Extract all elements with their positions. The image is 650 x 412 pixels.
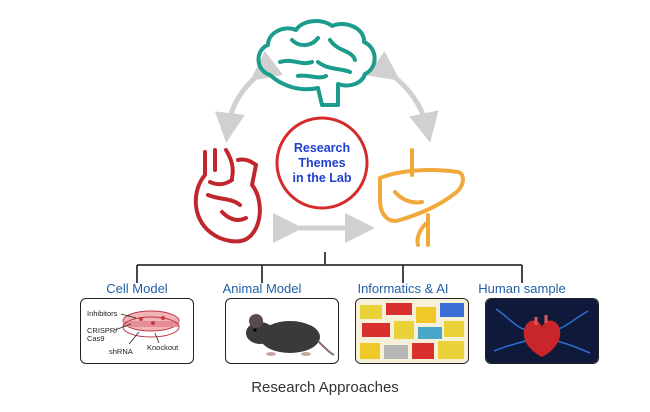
cell-text-knockout: Knockout: [147, 343, 179, 352]
cell-model-panel: Inhibitors CRISPR/ Cas9 shRNA Knockout: [80, 298, 194, 364]
center-line-1: Research: [293, 140, 351, 155]
petri-dish-icon: [114, 310, 180, 345]
approach-label-informatics: Informatics & AI: [357, 281, 449, 296]
arrow-brain-liver: [367, 51, 439, 143]
animal-model-panel: [225, 298, 339, 364]
cell-text-shrna: shRNA: [109, 347, 133, 356]
human-sample-panel: [485, 298, 599, 364]
approach-tree: [136, 252, 523, 283]
approach-label-human: Human sample: [478, 281, 566, 296]
center-label: Research Themes in the Lab: [277, 120, 367, 206]
mouse-image: [246, 314, 335, 356]
human-heart-image: [486, 299, 598, 363]
arrow-brain-heart: [214, 50, 284, 143]
informatics-panel: [355, 298, 469, 364]
heart-icon: [193, 148, 262, 244]
cell-text-inhibitors: Inhibitors: [87, 309, 118, 318]
center-line-3: in the Lab: [292, 170, 352, 185]
protein-structure-image: [356, 299, 468, 363]
center-ring: [275, 116, 369, 210]
cell-text-crispr: CRISPR/: [87, 326, 118, 335]
center-line-2: Themes: [298, 155, 346, 170]
cycle-arrows: [214, 50, 439, 243]
liver-icon: [378, 148, 465, 247]
approach-label-animal: Animal Model: [222, 281, 302, 296]
approach-label-cell: Cell Model: [106, 281, 168, 296]
cell-text-cas9: Cas9: [87, 334, 105, 343]
footer-title: Research Approaches: [251, 379, 399, 396]
brain-icon: [256, 19, 377, 107]
